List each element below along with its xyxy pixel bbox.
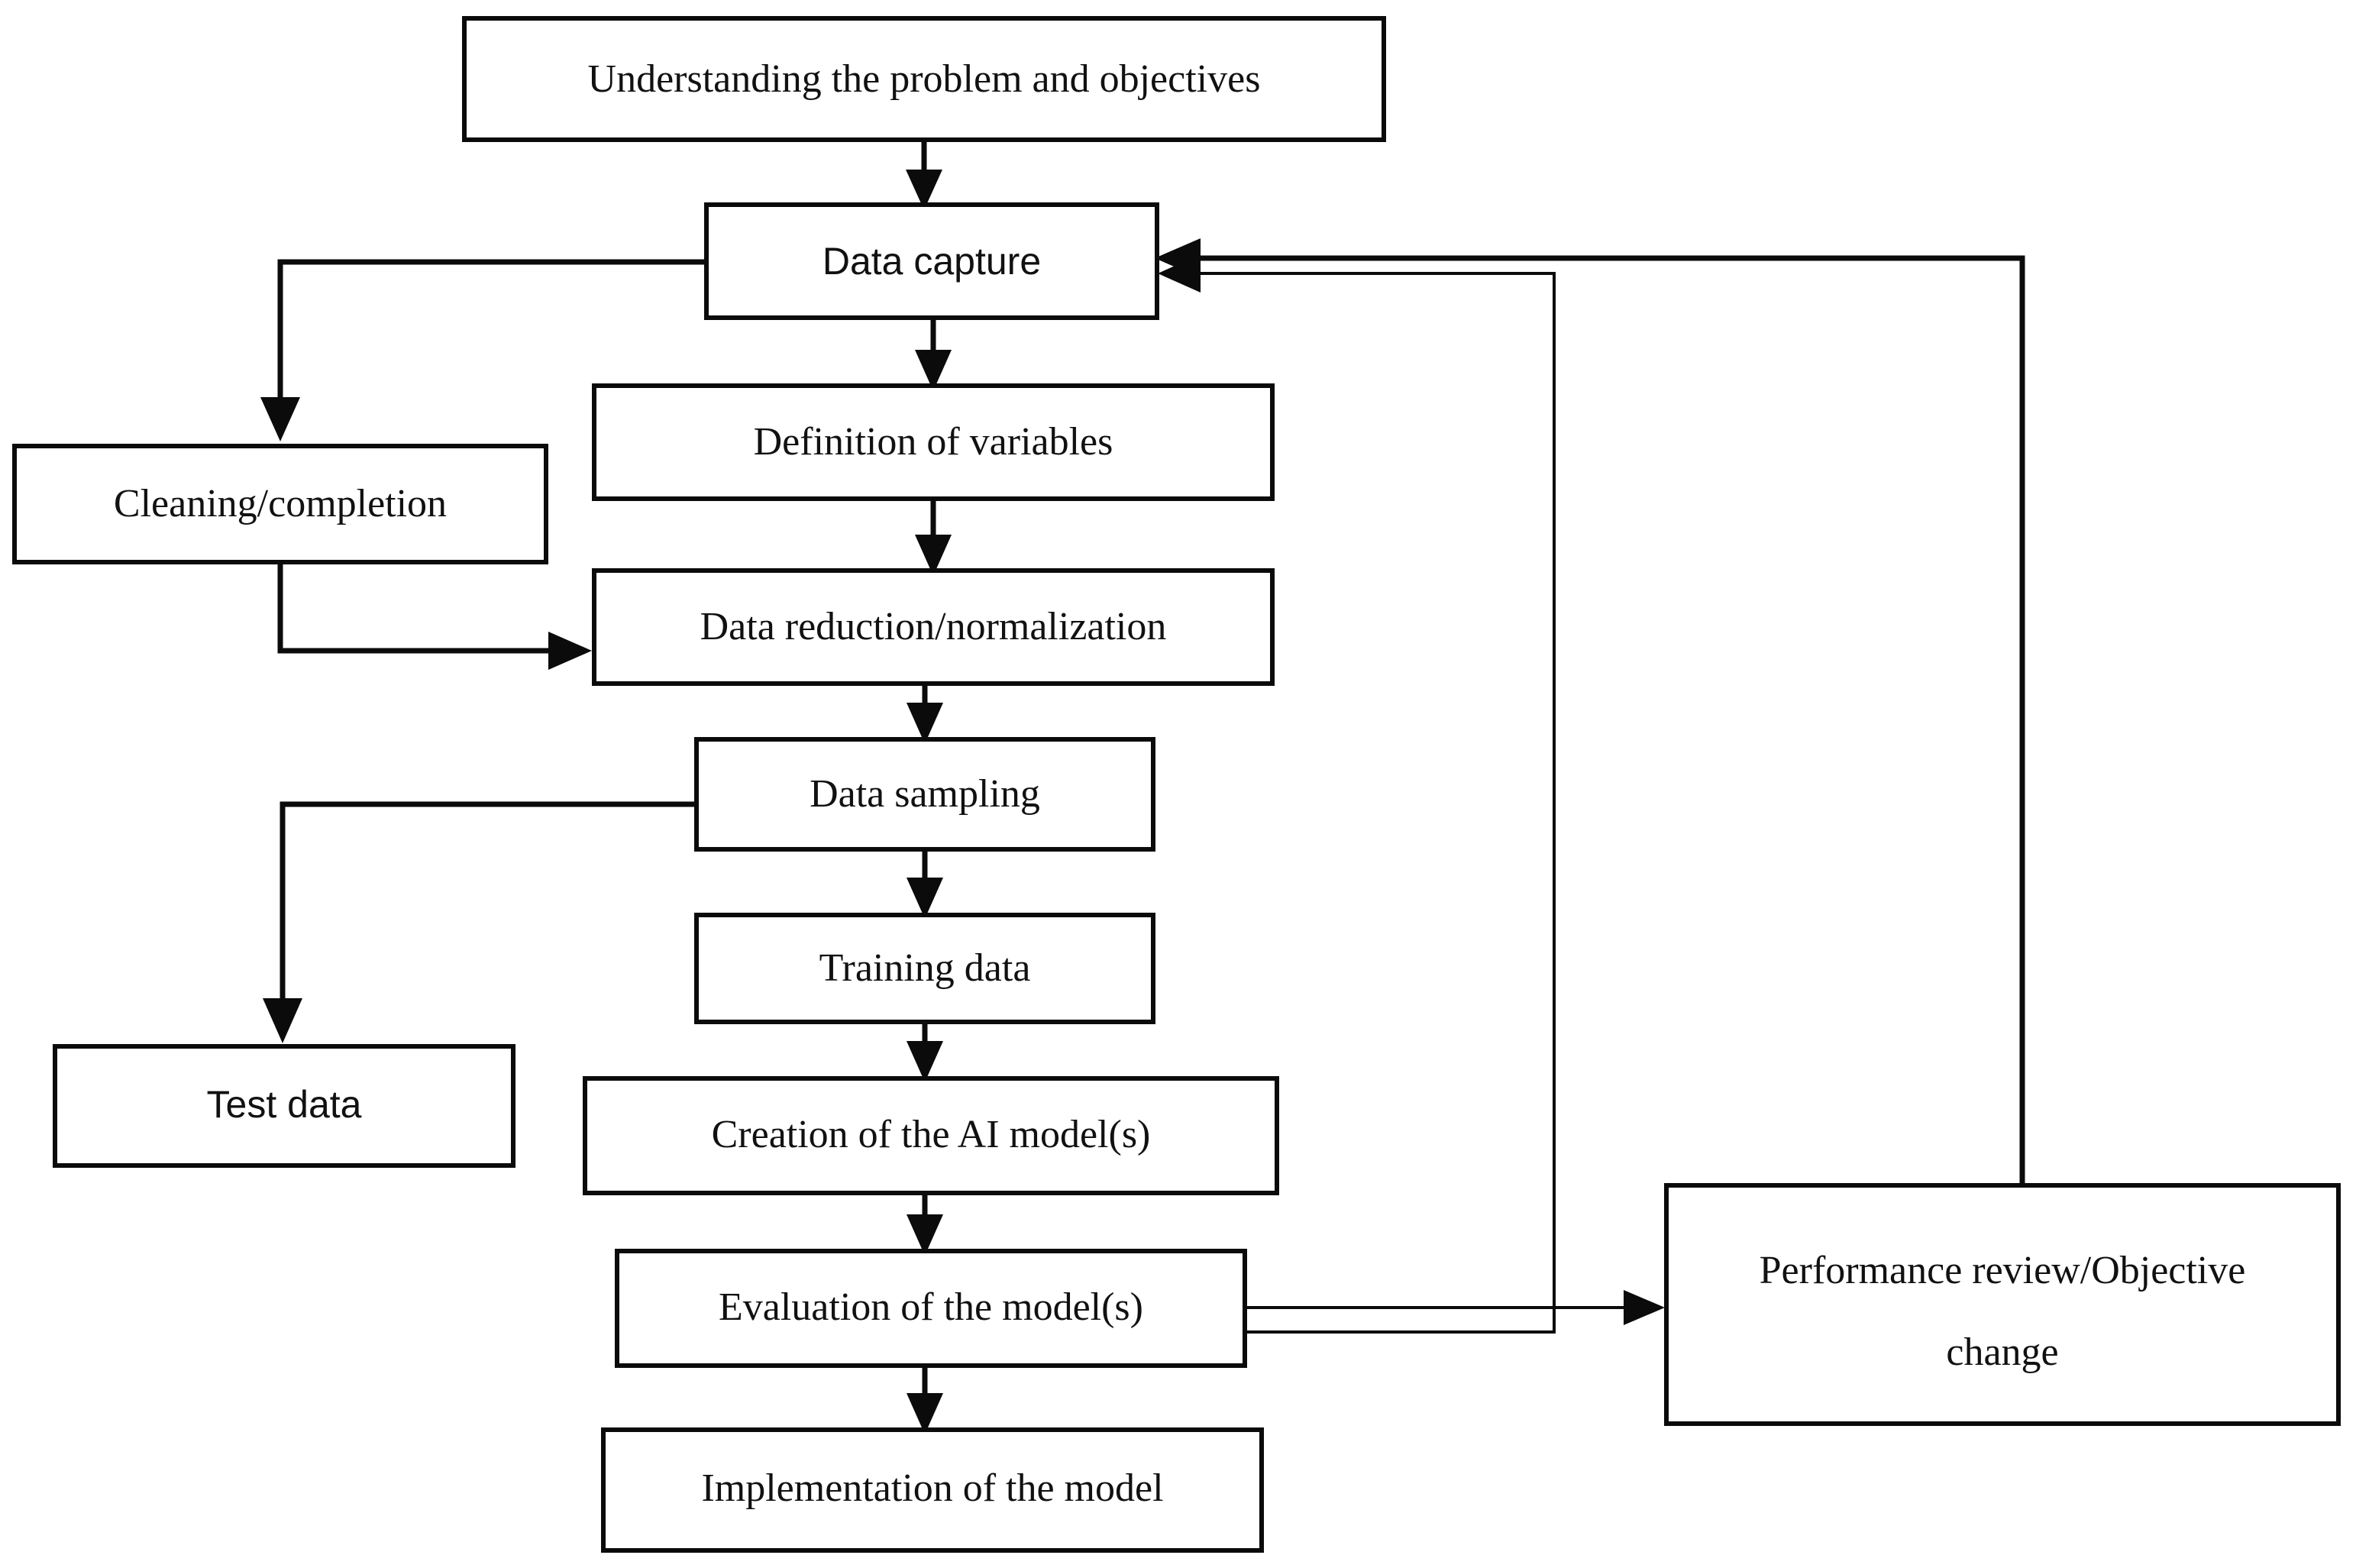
edge-creation-to-evaluation — [907, 1193, 943, 1256]
node-training-data[interactable]: Training data — [694, 913, 1155, 1024]
node-understanding-the-problem-and-objectives[interactable]: Understanding the problem and objectives — [462, 16, 1386, 142]
node-label-training: Training data — [819, 946, 1031, 990]
node-test-data[interactable]: Test data — [53, 1044, 515, 1168]
edge-sampling-to-test-data — [263, 801, 696, 1043]
node-data-reduction-normalization[interactable]: Data reduction/normalization — [592, 568, 1275, 686]
node-label-creation: Creation of the AI model(s) — [712, 1113, 1151, 1156]
edge-understanding-to-capture — [906, 140, 942, 210]
node-label-reduction: Data reduction/normalization — [700, 605, 1167, 648]
node-label-evaluation: Evaluation of the model(s) — [719, 1285, 1143, 1329]
node-implementation-of-the-model[interactable]: Implementation of the model — [601, 1427, 1264, 1553]
node-evaluation-of-the-model[interactable]: Evaluation of the model(s) — [615, 1249, 1247, 1368]
node-label-performance-line2: change — [1946, 1330, 2058, 1374]
node-creation-of-the-ai-model[interactable]: Creation of the AI model(s) — [583, 1076, 1279, 1195]
edge-definition-to-reduction — [915, 499, 952, 576]
node-data-sampling[interactable]: Data sampling — [694, 737, 1155, 852]
node-performance-review-objective-change[interactable]: Performance review/Objective change — [1664, 1183, 2341, 1426]
edge-sampling-to-training — [907, 849, 943, 919]
node-label-data-capture: Data capture — [822, 240, 1041, 283]
node-data-capture[interactable]: Data capture — [704, 202, 1159, 320]
edge-evaluation-to-implementation — [907, 1366, 943, 1434]
edge-evaluation-to-performance — [1245, 1290, 1665, 1325]
node-label-understanding: Understanding the problem and objectives — [588, 57, 1261, 101]
node-label-sampling: Data sampling — [810, 772, 1040, 816]
node-label-cleaning: Cleaning/completion — [114, 482, 447, 525]
node-definition-of-variables[interactable]: Definition of variables — [592, 383, 1275, 501]
edge-reduction-to-sampling — [907, 684, 943, 744]
node-label-performance-line1: Performance review/Objective — [1760, 1249, 2246, 1292]
node-label-implementation: Implementation of the model — [701, 1466, 1163, 1510]
edge-performance-to-capture-feedback — [1155, 238, 2025, 1185]
node-cleaning-completion[interactable]: Cleaning/completion — [12, 444, 548, 564]
node-label-definition: Definition of variables — [754, 420, 1113, 464]
edge-training-to-creation — [907, 1022, 943, 1082]
edge-capture-to-definition — [915, 318, 952, 391]
edge-cleaning-to-reduction — [277, 562, 592, 670]
node-label-test-data: Test data — [207, 1083, 362, 1126]
edge-capture-to-cleaning — [260, 259, 706, 441]
